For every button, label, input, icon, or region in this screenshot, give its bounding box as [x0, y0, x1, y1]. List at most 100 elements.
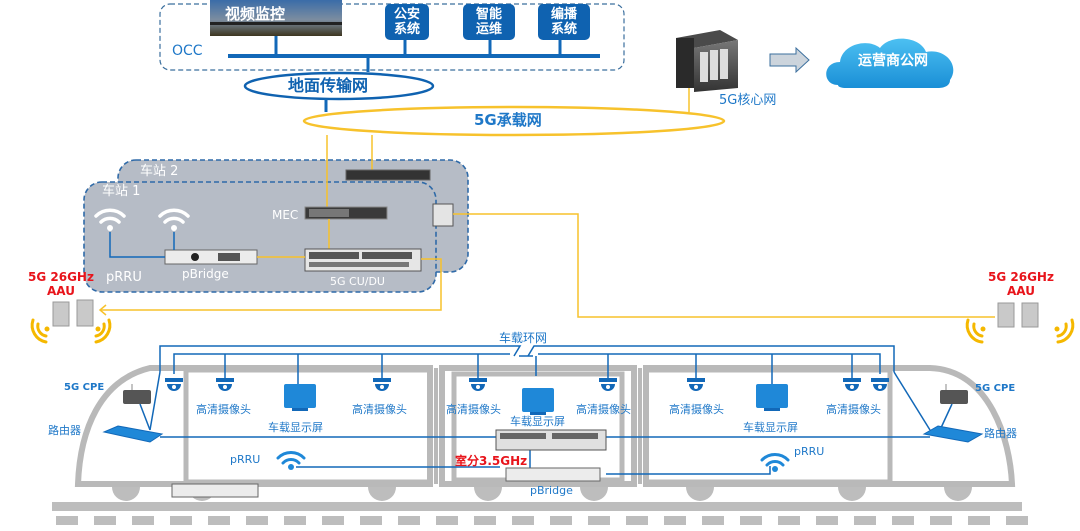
track-sleeper	[56, 516, 78, 525]
camera-label: 高清摄像头	[196, 403, 251, 416]
track-sleeper	[284, 516, 306, 525]
track-sleeper	[132, 516, 154, 525]
camera-label: 高清摄像头	[446, 403, 501, 416]
camera-label: 高清摄像头	[576, 403, 631, 416]
left-cpe-icon	[123, 384, 151, 404]
track-sleeper	[892, 516, 914, 525]
station-wifi-icon-1	[94, 208, 126, 231]
track-sleeper	[550, 516, 572, 525]
track-sleeper	[930, 516, 952, 525]
track-sleeper	[94, 516, 116, 525]
operator-public-label: 运营商公网	[858, 53, 928, 69]
train-prru-label-left: pRRU	[230, 453, 261, 466]
core-5g-rack	[676, 30, 738, 92]
train-wifi-icon-left	[276, 451, 306, 470]
camera-icon	[469, 378, 487, 391]
station-wifi-icon-2	[158, 208, 190, 231]
right-router-icon	[922, 425, 984, 443]
track-sleeper	[626, 516, 648, 525]
station-pbridge-device	[164, 249, 258, 265]
track-sleeper	[360, 516, 382, 525]
train-wifi-icon-right	[760, 453, 790, 472]
left-aau-device	[52, 299, 94, 327]
bearer-5g-ring	[302, 105, 726, 137]
track-sleeper	[436, 516, 458, 525]
station2-to-right-aau-link	[453, 213, 995, 318]
camera-icon	[843, 378, 861, 391]
indoor-coverage-label: 室分3.5GHz	[455, 454, 528, 468]
right-aau-label: 5G 26GHz AAU	[988, 270, 1054, 298]
track-sleeper	[664, 516, 686, 525]
camera-icon	[216, 378, 234, 391]
camera-icon	[687, 378, 705, 391]
track-sleeper	[246, 516, 268, 525]
police-system-box: 公安 系统	[385, 4, 429, 40]
left-router-icon	[102, 425, 164, 443]
camera-label: 高清摄像头	[826, 403, 881, 416]
video-monitor-image	[210, 0, 342, 36]
train-prru-label-right: pRRU	[794, 445, 825, 458]
core-5g-label: 5G核心网	[719, 93, 777, 108]
smart-ops-box: 智能 运维	[463, 4, 515, 40]
cu-du-label: 5G CU/DU	[330, 275, 385, 288]
track-sleeper	[588, 516, 610, 525]
ring-drops	[224, 354, 853, 384]
left-aau-signal-icon	[30, 318, 112, 344]
track-sleeper	[968, 516, 990, 525]
track-rail	[52, 502, 1022, 511]
display-label: 车载显示屏	[268, 421, 323, 434]
display-screen-icon	[284, 384, 316, 411]
display-screen-icon	[756, 384, 788, 411]
track-sleeper	[1006, 516, 1028, 525]
broadcast-system-box: 编播 系统	[538, 4, 590, 40]
station2-switch	[345, 169, 431, 181]
ground-transport-label: 地面传输网	[288, 76, 369, 95]
track-sleeper	[322, 516, 344, 525]
ground-transport-ring	[243, 71, 435, 101]
cloud-icon	[826, 38, 954, 88]
track-sleeper	[778, 516, 800, 525]
arrow-to-cloud-icon	[769, 46, 810, 74]
cudu-to-left-aau-link	[100, 258, 442, 311]
train-pbridge-device-under	[171, 483, 259, 498]
left-aau-label: 5G 26GHz AAU	[28, 270, 94, 298]
train-backbone-lines	[139, 371, 953, 475]
camera-label: 高清摄像头	[669, 403, 724, 416]
right-aau-signal-icon	[965, 318, 1075, 344]
track-sleeper	[854, 516, 876, 525]
right-aau-device	[997, 302, 1039, 328]
right-router-label: 路由器	[984, 427, 1017, 440]
station-pbridge-label: pBridge	[182, 267, 229, 281]
track-sleeper	[816, 516, 838, 525]
station2-small-unit	[432, 203, 454, 227]
left-cpe-label: 5G CPE	[64, 382, 105, 393]
track-sleeper	[170, 516, 192, 525]
track-sleeper	[512, 516, 534, 525]
train-pbridge-device	[505, 467, 601, 482]
left-router-label: 路由器	[48, 424, 81, 437]
train-ring-label: 车载环网	[499, 331, 548, 345]
camera-icon	[373, 378, 391, 391]
mec-label: MEC	[272, 208, 299, 222]
train-pbridge-label: pBridge	[530, 484, 573, 497]
right-cpe-icon	[940, 384, 968, 404]
right-cpe-label: 5G CPE	[975, 383, 1016, 394]
track-sleepers	[56, 516, 1028, 525]
left-aau-arrowhead	[98, 304, 107, 316]
occ-frame	[159, 3, 625, 71]
station-1-label: 车站 1	[102, 184, 141, 199]
video-monitor-label: 视频监控	[225, 5, 286, 23]
occ-label: OCC	[172, 43, 203, 59]
train-body	[74, 365, 1016, 487]
train-ring-network	[159, 345, 895, 374]
camera-icon	[165, 378, 183, 391]
station-prru-label: pRRU	[106, 270, 142, 285]
track-sleeper	[702, 516, 724, 525]
station-prru-link-1	[109, 232, 165, 258]
display-label: 车载显示屏	[510, 415, 565, 428]
track-sleeper	[208, 516, 230, 525]
camera-label: 高清摄像头	[352, 403, 407, 416]
display-label: 车载显示屏	[743, 421, 798, 434]
